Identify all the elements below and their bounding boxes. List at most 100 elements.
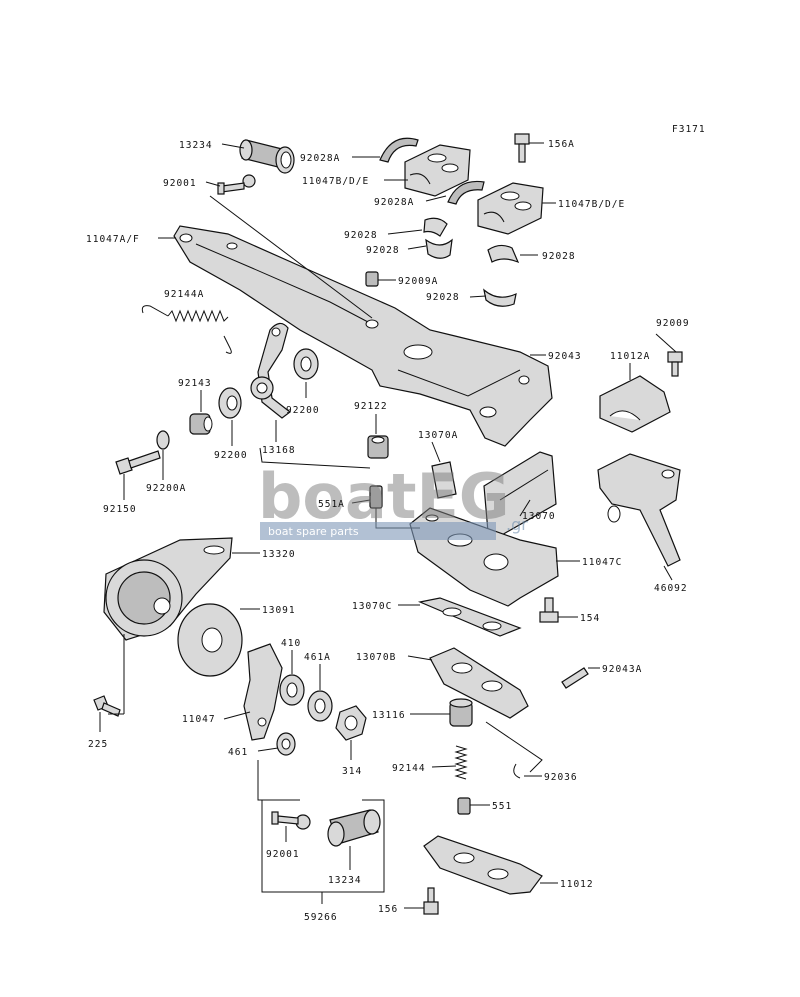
slider-13070B — [429, 647, 529, 719]
collar-92122 — [367, 435, 389, 459]
callout-label: 92001 — [266, 849, 300, 860]
bolt-156 — [423, 887, 439, 915]
callout-label: 314 — [342, 766, 362, 777]
callout-label: 13070 — [522, 511, 556, 522]
callout-label: 92144A — [164, 289, 204, 300]
callout-label: 11047C — [582, 557, 622, 568]
callout-label: 410 — [281, 638, 301, 649]
callout-label: 13091 — [262, 605, 296, 616]
callout-label: 92028 — [542, 251, 576, 262]
ball-socket-top — [239, 139, 295, 174]
callout-label: 92150 — [103, 504, 137, 515]
callout-label: 13168 — [262, 445, 296, 456]
washer-410 — [279, 674, 305, 706]
figure-code: F3171 — [672, 124, 706, 135]
callout-label: 156 — [378, 904, 398, 915]
callout-label: 225 — [88, 739, 108, 750]
washer-461 — [276, 732, 296, 756]
main-arm — [173, 225, 553, 447]
half-bushing-d — [483, 288, 517, 307]
callout-label: 13234 — [179, 140, 213, 151]
bolt-92150 — [115, 450, 161, 475]
clamp-block-lower — [477, 182, 544, 235]
callout-label: 13320 — [262, 549, 296, 560]
bolt-154 — [539, 597, 559, 623]
lever-housing-13320 — [103, 537, 233, 641]
leader-lines — [99, 142, 677, 909]
callout-labels: F3171 13234 92028A 156A 92001 11047B/D/E… — [86, 124, 706, 923]
bushing-92028A-lower — [447, 180, 485, 205]
watermark-tagline: boat spare parts — [268, 525, 359, 538]
callout-label: 92200 — [214, 450, 248, 461]
pin-551 — [457, 797, 471, 815]
saddle-11012A — [599, 375, 671, 433]
watermark-tagline-bar — [260, 522, 496, 540]
callout-label: 92028A — [300, 153, 340, 164]
callout-label: 551 — [492, 801, 512, 812]
callout-label: 11047B/D/E — [558, 199, 625, 210]
bolt-225 — [93, 695, 121, 717]
callout-label: 461A — [304, 652, 331, 663]
callout-label: 13070B — [356, 652, 396, 663]
bolt-156A — [514, 133, 530, 163]
bracket-46092 — [597, 453, 681, 567]
callout-label: 92036 — [544, 772, 578, 783]
ball-stud-bottom — [271, 811, 311, 830]
bushing-92028A-upper — [379, 137, 419, 163]
callout-label: 92144 — [392, 763, 426, 774]
callout-label: 92001 — [163, 178, 197, 189]
watermark-brand: boatEG — [258, 460, 510, 533]
bracket-11012 — [423, 835, 543, 895]
callout-label: 92009A — [398, 276, 438, 287]
callout-label: 92028 — [344, 230, 378, 241]
watermark: boatEG boat spare parts .gr — [258, 460, 528, 540]
callout-label: 551A — [318, 499, 345, 510]
callout-label: 13070A — [418, 430, 458, 441]
spring-92144 — [454, 745, 468, 780]
block-13070A — [431, 461, 457, 499]
callout-label: 92122 — [354, 401, 388, 412]
callout-label: 13234 — [328, 875, 362, 886]
callout-label: 11047 — [182, 714, 216, 725]
bolt-92009 — [667, 351, 683, 377]
callout-label: 92028 — [366, 245, 400, 256]
collar-92009A — [365, 271, 379, 287]
callout-label: 92043A — [602, 664, 642, 675]
callout-label: 59266 — [304, 912, 338, 923]
callout-label: 156A — [548, 139, 575, 150]
callout-label: 461 — [228, 747, 248, 758]
callout-label: 92043 — [548, 351, 582, 362]
callout-label: 92200A — [146, 483, 186, 494]
callout-label: 13116 — [372, 710, 406, 721]
half-bushing-c — [487, 244, 520, 264]
half-bushing-b — [425, 238, 453, 259]
callout-label: 154 — [580, 613, 600, 624]
clamp-block-upper — [404, 144, 471, 197]
watermark-domain: .gr — [506, 515, 528, 534]
washer-92200-upper — [293, 348, 319, 380]
callout-label: 92009 — [656, 318, 690, 329]
callout-label: 11047A/F — [86, 234, 140, 245]
callout-label: 11012A — [610, 351, 650, 362]
half-bushing-a — [423, 217, 448, 237]
washer-92200A — [156, 430, 170, 450]
cylinder-13116 — [449, 698, 473, 727]
lever-plate-13168 — [250, 322, 291, 419]
nut-314 — [335, 705, 367, 741]
washer-92200-lower — [218, 387, 242, 419]
callout-label: 92200 — [286, 405, 320, 416]
callout-label: 92028A — [374, 197, 414, 208]
ball-stud-top — [217, 174, 256, 195]
callout-label: 13070C — [352, 601, 392, 612]
link-arm-11047 — [243, 643, 283, 741]
clip-92036 — [513, 763, 521, 779]
washer-461A — [307, 690, 333, 722]
spring-92144A — [141, 305, 232, 354]
pin-92043A — [561, 667, 589, 689]
plate-13070C — [417, 597, 522, 637]
callout-label: 46092 — [654, 583, 688, 594]
callout-label: 92028 — [426, 292, 460, 303]
callout-label: 92143 — [178, 378, 212, 389]
collar-92143 — [189, 413, 213, 435]
